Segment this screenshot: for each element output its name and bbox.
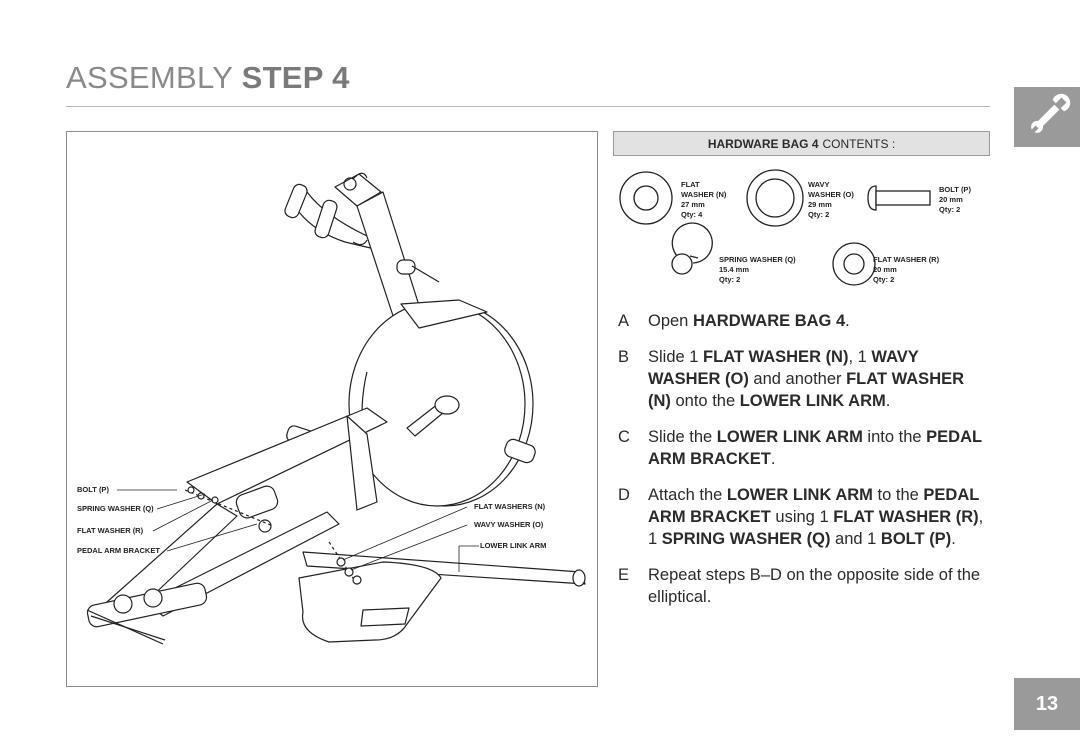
hw-size: 20 mm xyxy=(939,195,963,204)
hw-name: SPRING WASHER (Q) xyxy=(719,255,796,264)
hw-flat-washer-n: FLAT WASHER (N) 27 mm Qty: 4 xyxy=(681,180,726,220)
page-number: 13 xyxy=(1014,678,1080,730)
hardware-bag-title: HARDWARE BAG 4 xyxy=(707,136,819,151)
hw-bolt-p: BOLT (P) 20 mm Qty: 2 xyxy=(939,185,971,215)
bolt-p-drawing xyxy=(867,185,931,211)
step-letter: E xyxy=(618,566,630,584)
instruction-steps: A Open HARDWARE BAG 4. B Slide 1 FLAT WA… xyxy=(618,310,990,622)
spring-washer-q-drawing xyxy=(671,222,713,275)
hw-qty: Qty: 2 xyxy=(873,275,895,284)
wrench-icon xyxy=(1028,93,1071,136)
label-wavy-washer: WAVY WASHER (O) xyxy=(474,520,544,529)
elliptical-illustration xyxy=(86,172,586,645)
title-light: ASSEMBLY xyxy=(66,60,233,95)
wrench-tab xyxy=(1014,87,1080,147)
hw-name: BOLT (P) xyxy=(939,185,971,194)
step-text: Slide the LOWER LINK ARM into the PEDAL … xyxy=(648,428,982,468)
page-title: ASSEMBLY STEP 4 xyxy=(66,60,350,96)
hw-name: WAVY xyxy=(808,180,830,189)
hw-size: 15.4 mm xyxy=(719,265,750,274)
hw-name: FLAT xyxy=(681,180,700,189)
step-letter: D xyxy=(618,486,630,504)
hw-qty: Qty: 4 xyxy=(681,210,703,219)
step-d: D Attach the LOWER LINK ARM to the PEDAL… xyxy=(618,484,990,550)
label-lower-link-arm: LOWER LINK ARM xyxy=(480,541,547,550)
step-e: E Repeat steps B–D on the opposite side … xyxy=(618,564,990,608)
step-c: C Slide the LOWER LINK ARM into the PEDA… xyxy=(618,426,990,470)
hw-qty: Qty: 2 xyxy=(939,205,961,214)
step-a: A Open HARDWARE BAG 4. xyxy=(618,310,990,332)
hw-size: 20 mm xyxy=(873,265,897,274)
hw-qty: Qty: 2 xyxy=(808,210,830,219)
wavy-washer-o-drawing xyxy=(746,169,804,227)
label-flat-washers-n: FLAT WASHERS (N) xyxy=(474,502,546,511)
step-text: Slide 1 FLAT WASHER (N), 1 WAVY WASHER (… xyxy=(648,348,965,410)
step-text: Attach the LOWER LINK ARM to the PEDAL A… xyxy=(648,486,984,548)
label-pedal-arm-bracket: PEDAL ARM BRACKET xyxy=(77,546,160,555)
title-rule xyxy=(66,106,990,107)
hw-size: 29 mm xyxy=(808,200,832,209)
flat-washer-n-drawing xyxy=(619,171,673,225)
step-letter: C xyxy=(618,428,630,446)
step-b: B Slide 1 FLAT WASHER (N), 1 WAVY WASHER… xyxy=(618,346,990,412)
step-letter: B xyxy=(618,348,630,366)
hw-qty: Qty: 2 xyxy=(719,275,741,284)
flat-washer-r-drawing xyxy=(832,242,876,286)
step-text: Open HARDWARE BAG 4. xyxy=(648,312,850,330)
title-bold: STEP 4 xyxy=(241,60,350,95)
hw-spring-washer-q: SPRING WASHER (Q) 15.4 mm Qty: 2 xyxy=(719,255,796,285)
label-bolt: BOLT (P) xyxy=(77,485,109,494)
hw-size: 27 mm xyxy=(681,200,705,209)
step-letter: A xyxy=(618,312,630,330)
hw-flat-washer-r: FLAT WASHER (R) 20 mm Qty: 2 xyxy=(873,255,939,285)
label-flat-washer-r: FLAT WASHER (R) xyxy=(77,526,144,535)
step-text: Repeat steps B–D on the opposite side of… xyxy=(648,566,981,606)
label-spring-washer: SPRING WASHER (Q) xyxy=(77,504,154,513)
assembly-figure: BOLT (P) SPRING WASHER (Q) FLAT WASHER (… xyxy=(66,131,598,687)
hardware-bag-contents-label: CONTENTS : xyxy=(822,136,896,151)
hw-name: WASHER (O) xyxy=(808,190,854,199)
hardware-drawings xyxy=(619,169,931,286)
hw-name: FLAT WASHER (R) xyxy=(873,255,940,264)
hw-wavy-washer-o: WAVY WASHER (O) 29 mm Qty: 2 xyxy=(808,180,854,220)
hardware-bag-header: HARDWARE BAG 4 CONTENTS : xyxy=(613,131,990,156)
hw-name: WASHER (N) xyxy=(681,190,727,199)
